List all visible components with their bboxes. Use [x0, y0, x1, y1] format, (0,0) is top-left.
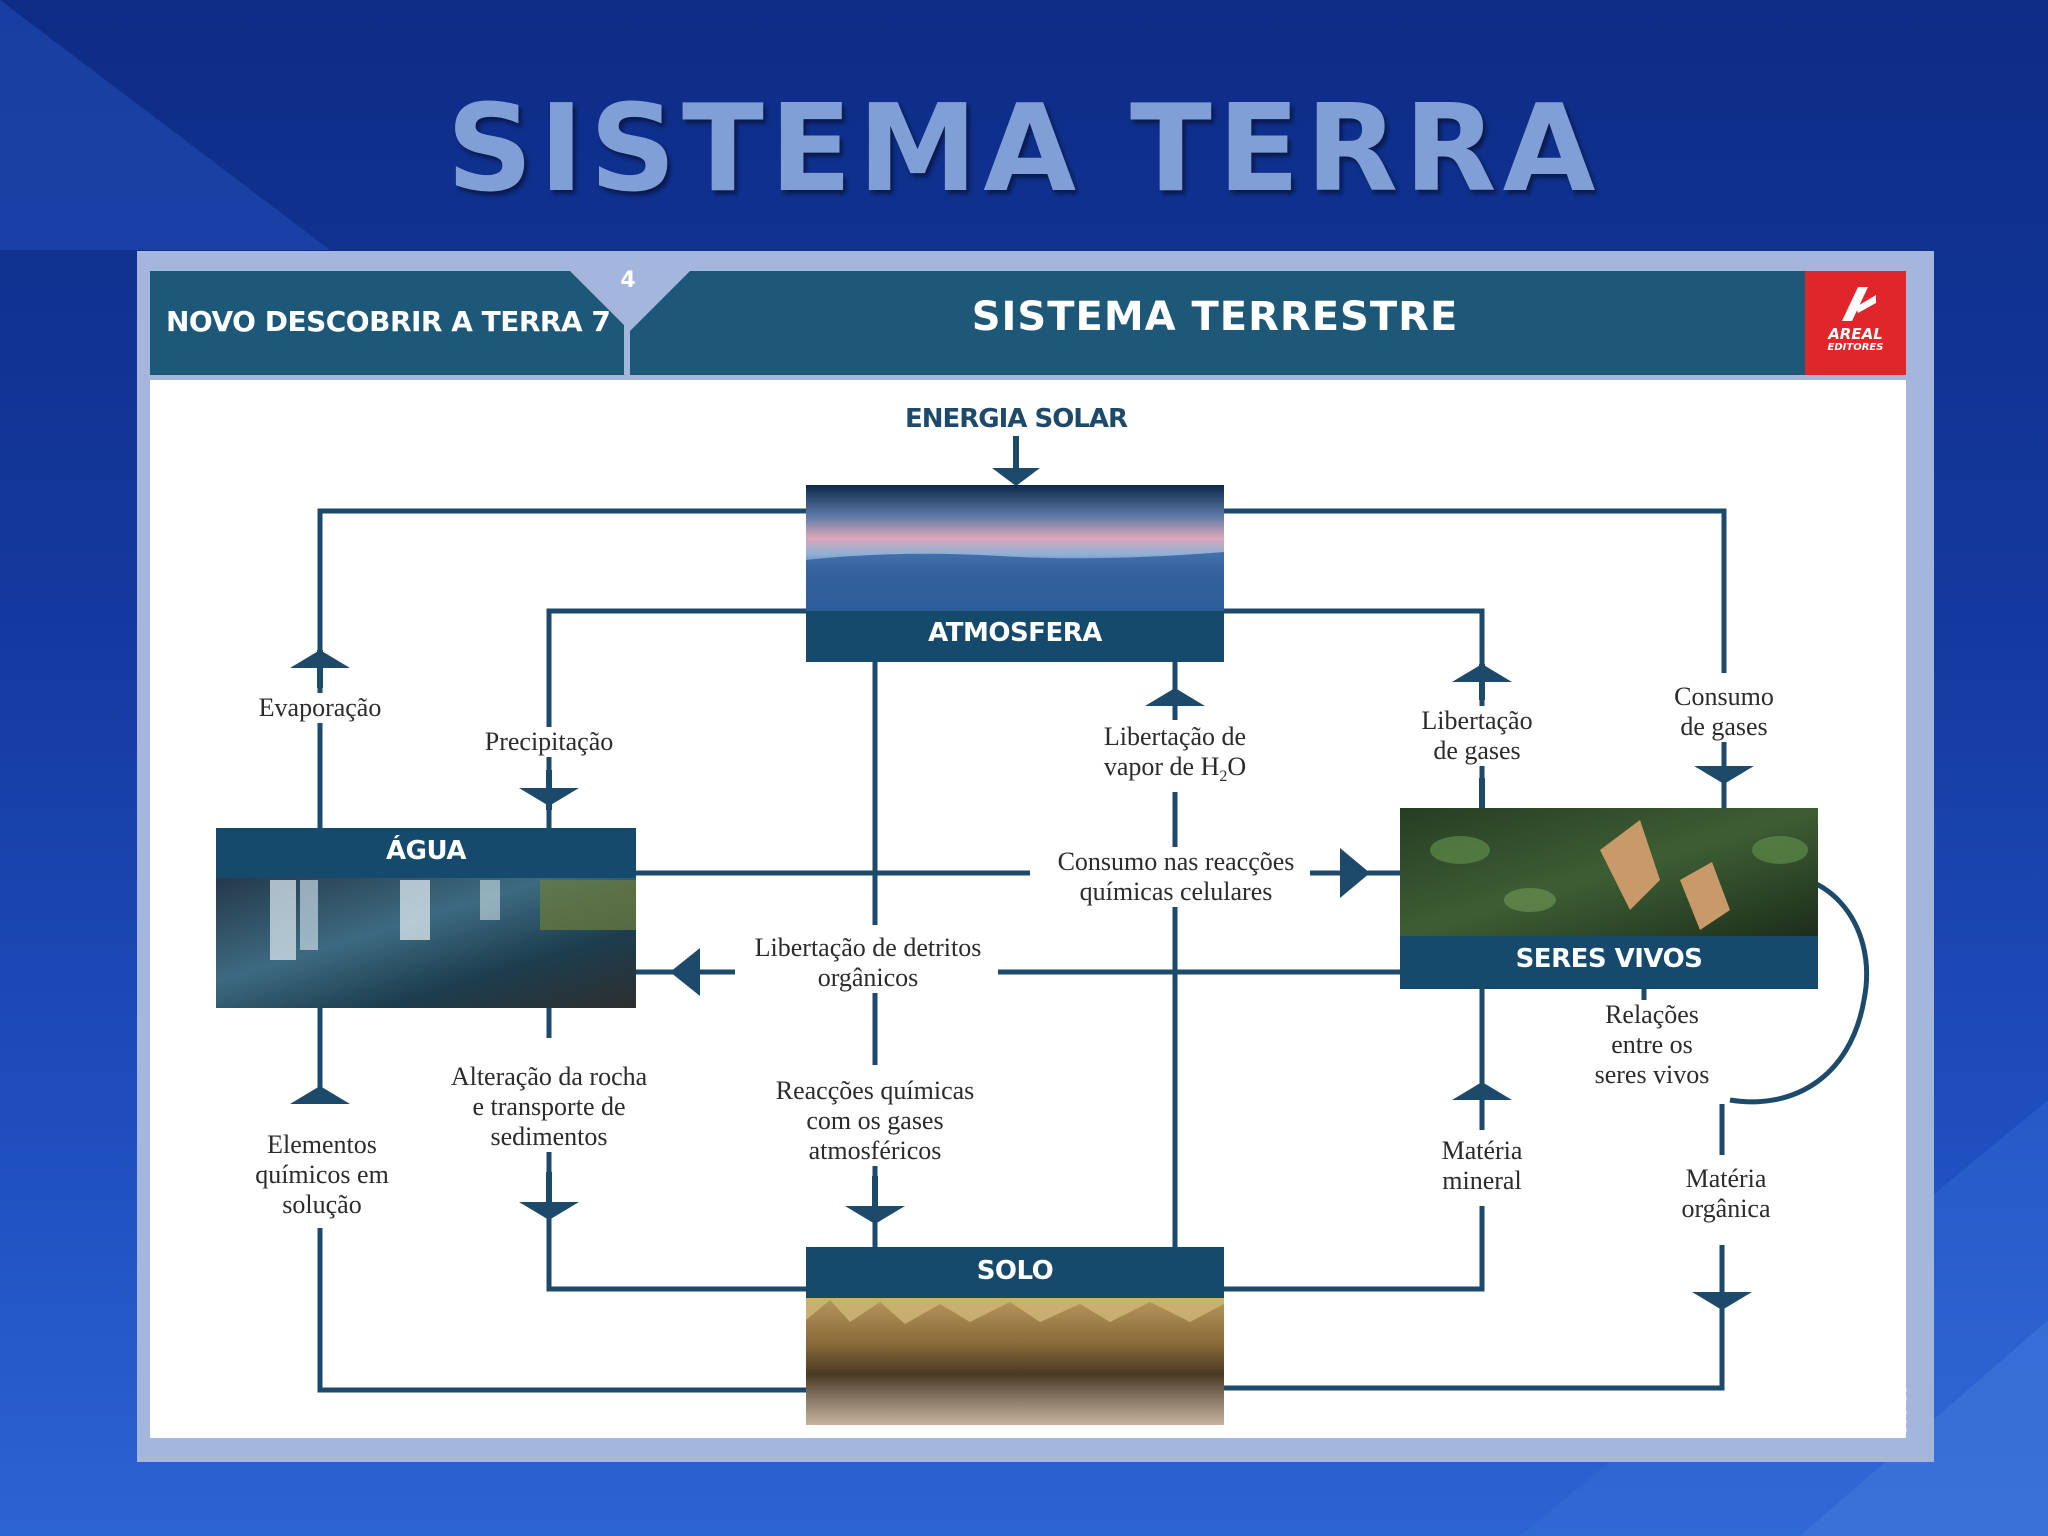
consumo-reaccoes-arrow-icon	[1340, 848, 1370, 898]
label-elementos-line3: solução	[282, 1190, 362, 1219]
label-materia-mineral-line2: mineral	[1442, 1166, 1522, 1195]
label-precipitacao: Precipitação	[480, 727, 618, 757]
header-notch	[570, 271, 690, 331]
section-title: SISTEMA TERRESTRE	[971, 294, 1459, 340]
elementos-arrow-icon	[290, 1086, 350, 1104]
label-elementos-line2: químicos em	[255, 1160, 389, 1189]
label-consumo-gases-line2: de gases	[1680, 712, 1768, 741]
label-consumo-reaccoes-line2: químicas celulares	[1079, 877, 1273, 906]
logo-sub: EDITORES	[1827, 342, 1884, 353]
node-agua-label: ÁGUA	[386, 836, 466, 866]
label-libertacao-detritos-line1: Libertação de detritos	[754, 933, 982, 962]
label-materia-mineral-line1: Matéria	[1441, 1136, 1523, 1165]
slide-title: SISTEMA TERRA	[446, 80, 1602, 219]
label-materia-organica: Matéria orgânica	[1677, 1164, 1775, 1224]
label-libertacao-gases-line1: Libertação	[1421, 706, 1533, 735]
detritos-arrow-icon	[670, 948, 700, 996]
label-libertacao-vapor: Libertação de vapor de H2O	[1099, 722, 1251, 793]
label-libertacao-detritos: Libertação de detritos orgânicos	[748, 933, 988, 993]
label-relacoes-line3: seres vivos	[1594, 1060, 1710, 1089]
label-evaporacao: Evaporação	[254, 693, 386, 723]
label-consumo-reaccoes: Consumo nas reacções químicas celulares	[1051, 847, 1301, 907]
label-materia-organica-line1: Matéria	[1685, 1164, 1767, 1193]
logo-mark-icon	[1842, 287, 1876, 321]
node-solo	[806, 1247, 1224, 1425]
label-consumo-reaccoes-line1: Consumo nas reacções	[1057, 847, 1295, 876]
label-consumo-gases-line1: Consumo	[1674, 682, 1774, 711]
label-relacoes-line1: Relações	[1605, 1000, 1699, 1029]
node-atmosfera-label: ATMOSFERA	[928, 618, 1102, 648]
consumo-gases-arrow-icon	[1694, 766, 1754, 784]
label-reaccoes-gases-line1: Reacções químicas	[775, 1076, 975, 1105]
node-agua	[216, 828, 636, 1008]
book-title: NOVO DESCOBRIR A TERRA 7	[166, 305, 611, 338]
label-materia-organica-line2: orgânica	[1681, 1194, 1771, 1223]
logo-name: AREAL	[1828, 325, 1883, 343]
energy-arrow-icon	[992, 468, 1040, 486]
label-vapor-h: vapor de H	[1103, 752, 1220, 781]
figure-code: 93 802	[1892, 1386, 1908, 1435]
label-libertacao-vapor-line2: vapor de H2O	[1104, 752, 1246, 792]
reaccoes-gases-arrow-icon	[845, 1206, 905, 1224]
node-seres-vivos-label: SERES VIVOS	[1515, 944, 1703, 974]
label-reaccoes-gases: Reacções químicas com os gases atmosféri…	[771, 1076, 979, 1166]
label-precipitacao-text: Precipitação	[484, 727, 614, 756]
label-libertacao-vapor-line1: Libertação de	[1103, 722, 1247, 751]
vapor-arrow-icon	[1145, 688, 1205, 706]
label-libertacao-detritos-line2: orgânicos	[817, 963, 919, 992]
label-alteracao: Alteração da rocha e transporte de sedim…	[446, 1062, 652, 1152]
header-bar	[150, 271, 1906, 375]
label-relacoes-line2: entre os	[1611, 1030, 1693, 1059]
alteracao-arrow-icon	[519, 1202, 579, 1220]
node-seres-vivos	[1400, 808, 1818, 989]
label-materia-mineral: Matéria mineral	[1437, 1136, 1527, 1196]
materia-organica-arrow-icon	[1692, 1292, 1752, 1310]
node-atmosfera	[806, 485, 1224, 662]
materia-mineral-arrow-icon	[1452, 1082, 1512, 1100]
label-reaccoes-gases-line3: atmosféricos	[808, 1136, 942, 1165]
label-alteracao-line3: sedimentos	[490, 1122, 608, 1151]
label-alteracao-line1: Alteração da rocha	[450, 1062, 648, 1091]
label-consumo-gases: Consumo de gases	[1670, 682, 1778, 742]
node-solo-label: SOLO	[976, 1256, 1054, 1286]
label-elementos-line1: Elementos	[267, 1130, 377, 1159]
arrowheads	[290, 436, 1772, 1310]
label-vapor-sub: 2	[1219, 768, 1228, 786]
publisher-logo: AREAL EDITORES	[1805, 271, 1906, 375]
energy-solar-label: ENERGIA SOLAR	[904, 404, 1128, 434]
label-reaccoes-gases-line2: com os gases	[806, 1106, 944, 1135]
label-vapor-o: O	[1227, 752, 1247, 781]
label-libertacao-gases-line2: de gases	[1433, 736, 1521, 765]
label-elementos: Elementos químicos em solução	[251, 1130, 393, 1220]
label-relacoes: Relações entre os seres vivos	[1590, 1000, 1714, 1090]
label-alteracao-line2: e transporte de	[472, 1092, 626, 1121]
label-evaporacao-text: Evaporação	[258, 693, 382, 722]
label-libertacao-gases: Libertação de gases	[1417, 706, 1537, 766]
header-divider	[624, 271, 630, 375]
page-number: 4	[620, 268, 636, 293]
